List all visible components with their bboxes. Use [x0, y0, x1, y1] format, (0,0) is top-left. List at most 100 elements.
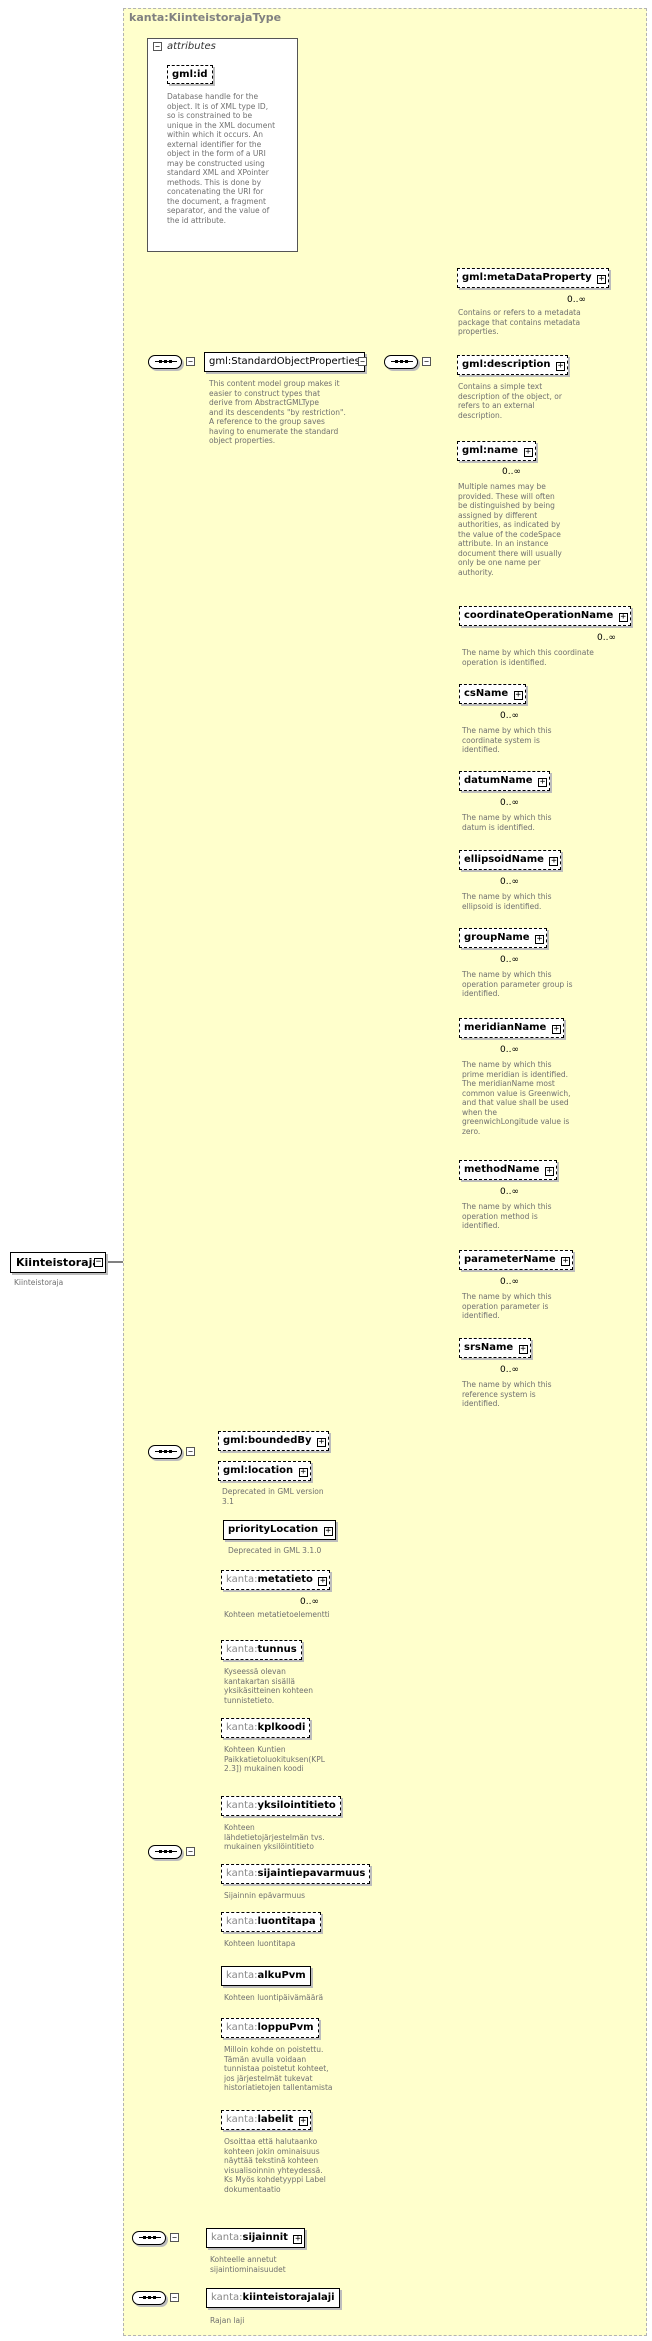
substitute-element-parameterName[interactable]: parameterName + — [459, 1250, 574, 1270]
standard-object-properties-group[interactable]: gml:StandardObjectProperties — [204, 352, 365, 372]
kanta-element-yksilointitieto[interactable]: kanta:yksilointitieto — [221, 1796, 341, 1816]
expand-icon[interactable]: + — [556, 361, 566, 371]
kanta-prefix: kanta: — [226, 1644, 258, 1655]
type-container-title: kanta:KiinteistorajaType — [129, 11, 282, 24]
expand-icon[interactable]: + — [518, 1344, 528, 1354]
sequence-collapse-icon-6[interactable]: − — [170, 2293, 179, 2302]
sequence-collapse-icon-2[interactable]: − — [422, 357, 431, 366]
gml-name-element[interactable]: gml:name + — [457, 441, 536, 461]
substitute-description: The name by which this datum is identifi… — [462, 813, 552, 832]
kanta-description: Osoittaa että halutaanko kohteen jokin o… — [224, 2137, 326, 2194]
expand-icon[interactable]: + — [523, 447, 533, 457]
expand-icon[interactable]: + — [298, 2116, 308, 2126]
substitute-element-methodName[interactable]: methodName + — [459, 1160, 557, 1180]
substitute-description: The name by which this coordinate operat… — [462, 648, 594, 667]
kanta-element-sijaintiepavarmuus[interactable]: kanta:sijaintiepavarmuus — [221, 1864, 371, 1884]
kanta-element-alkuPvm[interactable]: kanta:alkuPvm — [221, 1966, 311, 1986]
kanta-sijainnit-label: sijainnit — [242, 2232, 288, 2243]
sequence-standard-group — [148, 355, 182, 369]
kanta-sijainnit-element[interactable]: kanta:sijainnit + — [206, 2228, 306, 2248]
expand-icon[interactable]: + — [549, 856, 559, 866]
root-collapse-icon[interactable]: − — [94, 1257, 103, 1267]
substitute-cardinality: 0..∞ — [500, 1365, 519, 1375]
root-element-description: Kiinteistoraja — [14, 1278, 64, 1287]
kanta-prefix: kanta: — [226, 1916, 258, 1927]
substitute-element-coordinateOperationName[interactable]: coordinateOperationName + — [459, 606, 631, 626]
gml-boundedby-label: gml:boundedBy — [223, 1435, 312, 1446]
gml-description-label: gml:description — [462, 359, 551, 370]
expand-icon[interactable]: + — [293, 2234, 303, 2244]
substitute-cardinality: 0..∞ — [597, 633, 616, 643]
kanta-prefix: kanta: — [211, 2232, 243, 2243]
standard-group-label: gml:StandardObjectProperties — [209, 356, 360, 367]
expand-icon[interactable]: + — [551, 1024, 561, 1034]
standard-group-description: This content model group makes it easier… — [209, 379, 346, 445]
kanta-kiinteistorajalaji-label: kiinteistorajalaji — [242, 2292, 335, 2303]
expand-icon[interactable]: + — [561, 1256, 571, 1266]
gml-name-cardinality: 0..∞ — [502, 467, 521, 477]
kanta-element-loppuPvm[interactable]: kanta:loppuPvm — [221, 2018, 319, 2038]
gml-metadataproperty-description: Contains or refers to a metadata package… — [458, 308, 581, 336]
sequence-bounded — [148, 1445, 182, 1459]
gml-id-attribute[interactable]: gml:id — [167, 65, 213, 84]
kanta-description: Kohteen metatietoelementti — [224, 1610, 330, 1619]
substitute-element-csName[interactable]: csName + — [459, 684, 526, 704]
expand-icon[interactable]: + — [298, 1467, 308, 1477]
priority-location-label: priorityLocation — [228, 1524, 319, 1535]
expand-icon[interactable]: + — [535, 934, 545, 944]
substitute-cardinality: 0..∞ — [500, 711, 519, 721]
kanta-kiinteistorajalaji-element[interactable]: kanta:kiinteistorajalaji — [206, 2288, 340, 2308]
kanta-element-label: yksilointitieto — [257, 1800, 336, 1811]
substitute-element-datumName[interactable]: datumName + — [459, 771, 551, 791]
substitute-description: The name by which this ellipsoid is iden… — [462, 892, 552, 911]
expand-icon[interactable]: + — [318, 1576, 328, 1586]
kanta-prefix: kanta: — [226, 1800, 258, 1811]
group-collapse-icon[interactable]: − — [358, 357, 367, 366]
kanta-element-kplkoodi[interactable]: kanta:kplkoodi — [221, 1718, 311, 1738]
kanta-element-label: alkuPvm — [257, 1970, 306, 1981]
kanta-element-label: labelit — [257, 2114, 294, 2125]
gml-location-element[interactable]: gml:location + — [218, 1461, 311, 1481]
sequence-collapse-icon-4[interactable]: − — [186, 1847, 195, 1856]
expand-icon[interactable]: + — [544, 1166, 554, 1176]
sequence-collapse-icon-3[interactable]: − — [186, 1447, 195, 1456]
kanta-prefix: kanta: — [226, 1574, 258, 1585]
substitute-element-label: methodName — [464, 1164, 540, 1175]
substitute-element-ellipsoidName[interactable]: ellipsoidName + — [459, 850, 562, 870]
gml-description-element[interactable]: gml:description + — [457, 355, 569, 375]
priority-location-element[interactable]: priorityLocation + — [223, 1520, 336, 1540]
gml-location-description: Deprecated in GML version 3.1 — [222, 1487, 324, 1506]
kanta-element-metatieto[interactable]: kanta:metatieto + — [221, 1570, 331, 1590]
substitute-element-label: srsName — [464, 1342, 514, 1353]
expand-icon[interactable]: + — [597, 274, 607, 284]
expand-icon[interactable]: + — [513, 690, 523, 700]
collapse-icon[interactable]: − — [153, 42, 162, 51]
kanta-description: Kohteen Kuntien Paikkatietoluokituksen(K… — [224, 1745, 325, 1773]
sequence-collapse-icon[interactable]: − — [186, 357, 195, 366]
kanta-prefix: kanta: — [226, 1868, 258, 1879]
substitute-description: The name by which this operation paramet… — [462, 970, 573, 998]
kanta-prefix: kanta: — [211, 2292, 243, 2303]
expand-icon[interactable]: + — [618, 612, 628, 622]
kanta-element-tunnus[interactable]: kanta:tunnus — [221, 1640, 302, 1660]
kanta-element-labelit[interactable]: kanta:labelit + — [221, 2110, 311, 2130]
gml-metadataproperty-element[interactable]: gml:metaDataProperty + — [457, 268, 610, 288]
kanta-prefix: kanta: — [226, 1970, 258, 1981]
root-element[interactable]: Kiinteistoraja — [10, 1252, 106, 1273]
expand-icon[interactable]: + — [538, 777, 548, 787]
sequence-collapse-icon-5[interactable]: − — [170, 2233, 179, 2242]
gml-name-description: Multiple names may be provided. These wi… — [458, 482, 562, 577]
substitute-element-groupName[interactable]: groupName + — [459, 928, 548, 948]
gml-boundedby-element[interactable]: gml:boundedBy + — [218, 1431, 329, 1451]
priority-location-description: Deprecated in GML 3.1.0 — [228, 1546, 322, 1555]
expand-icon[interactable]: + — [323, 1526, 333, 1536]
attributes-label: attributes — [167, 41, 216, 52]
kanta-kiinteistorajalaji-description: Rajan laji — [210, 2316, 245, 2325]
expand-icon[interactable]: + — [317, 1437, 326, 1447]
substitute-element-srsName[interactable]: srsName + — [459, 1338, 531, 1358]
kanta-element-luontitapa[interactable]: kanta:luontitapa — [221, 1912, 321, 1932]
substitute-element-label: groupName — [464, 932, 530, 943]
substitute-description: The name by which this operation method … — [462, 1202, 552, 1230]
substitute-element-meridianName[interactable]: meridianName + — [459, 1018, 564, 1038]
